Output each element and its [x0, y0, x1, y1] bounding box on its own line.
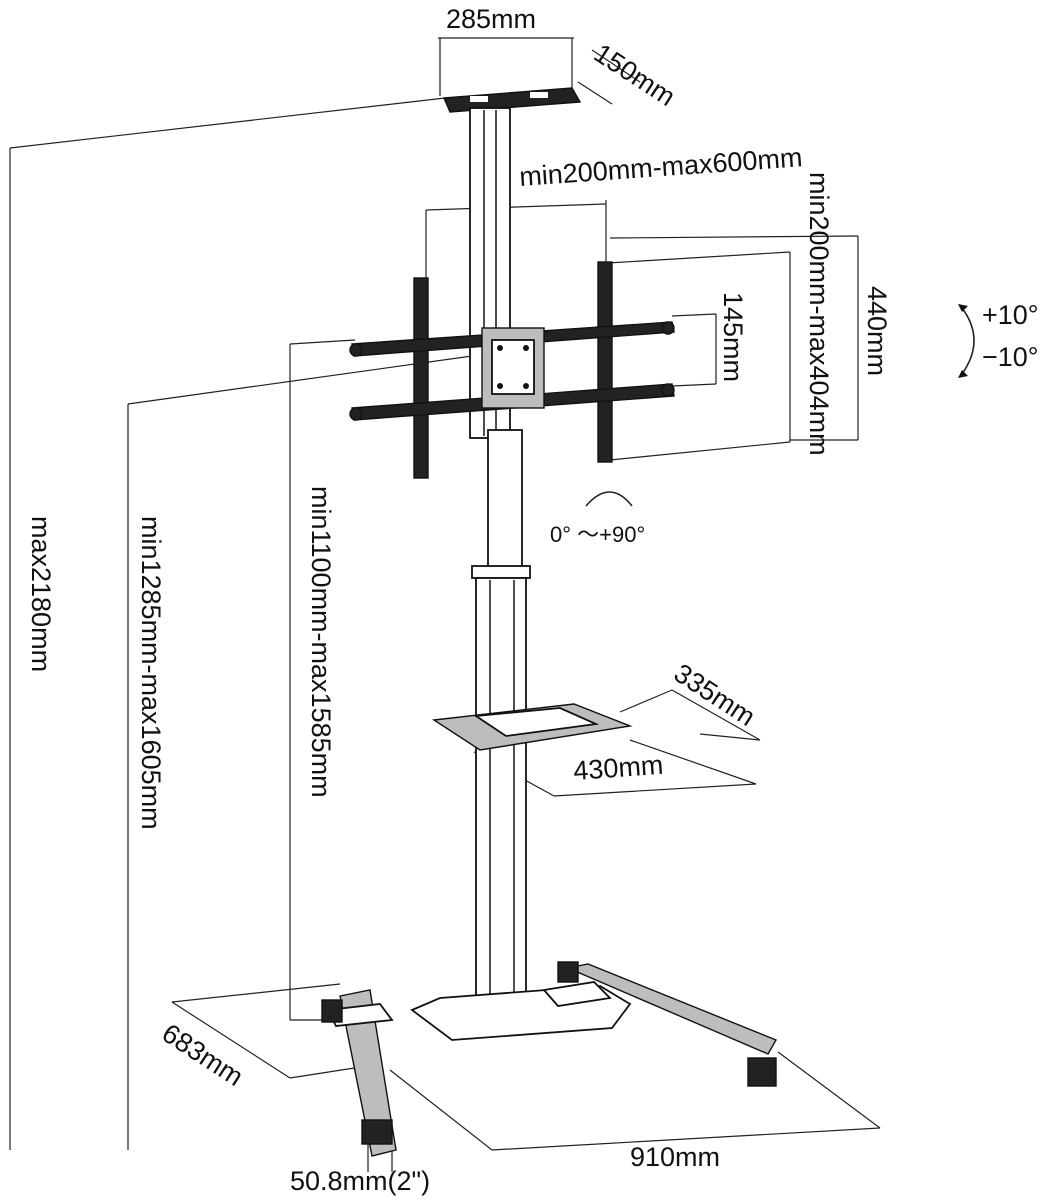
base	[321, 961, 778, 1157]
max-height-label: max2180mm	[26, 516, 56, 672]
base-depth-label: 683mm	[157, 1018, 249, 1092]
top-tray-height-label: min1285mm-max1605mm	[136, 516, 166, 830]
top-tray-width-label: 285mm	[446, 4, 536, 34]
rotation-indicator	[585, 491, 633, 507]
tilt-up-label: +10°	[982, 300, 1039, 330]
shelf-depth-label: 335mm	[669, 658, 761, 732]
pole-diameter-label: 50.8mm(2")	[290, 1166, 430, 1196]
top-tray-depth-label: 150mm	[589, 38, 681, 112]
vesa-height-label: min200mm-max404mm	[804, 172, 834, 456]
arm-spacing-label: 145mm	[718, 292, 748, 382]
tilt-indicator	[958, 304, 975, 378]
tilt-down-label: −10°	[982, 342, 1039, 372]
rotation-label: 0° ～+90°	[550, 522, 645, 547]
middle-shelf	[431, 703, 633, 751]
lower-column	[471, 429, 531, 1009]
mount-center-height-label: min1100mm-max1585mm	[306, 486, 336, 798]
dimension-lines	[9, 37, 881, 1172]
top-tray	[442, 87, 582, 113]
vesa-mount-bracket	[349, 261, 675, 479]
bracket-height-label: 440mm	[862, 286, 892, 376]
base-width-label: 910mm	[630, 1142, 720, 1172]
shelf-width-label: 430mm	[572, 750, 664, 786]
vesa-width-label: min200mm-max600mm	[518, 142, 803, 192]
